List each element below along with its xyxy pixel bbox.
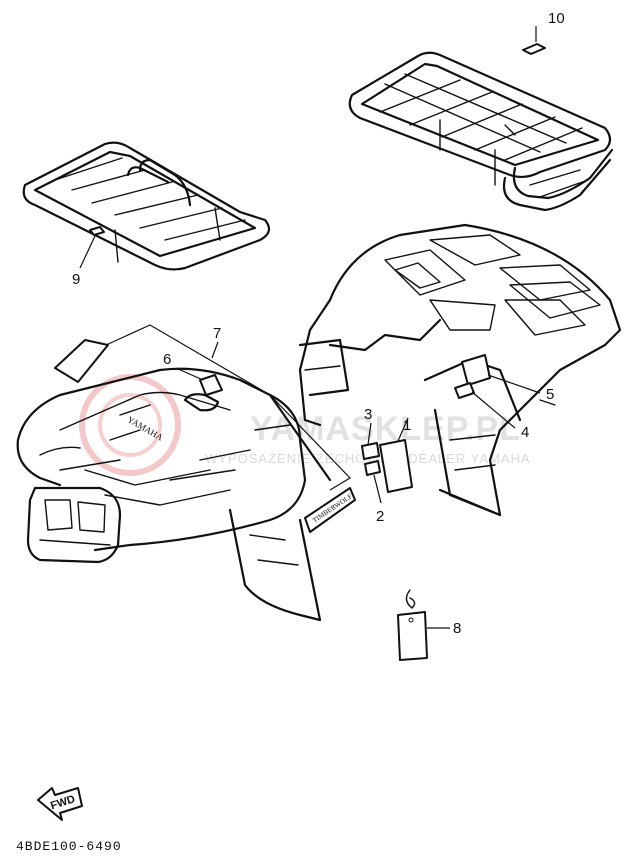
- timberwolf-label: TIMBERWOLF: [304, 487, 356, 533]
- front-decal-7: [54, 339, 109, 383]
- callout-4: 4: [521, 424, 529, 441]
- svg-text:TIMBERWOLF: TIMBERWOLF: [311, 492, 354, 524]
- hang-tag-8: [397, 589, 428, 661]
- leader-6: [175, 367, 204, 381]
- fwd-arrow-icon: FWD: [37, 787, 83, 821]
- leader-3: [367, 422, 372, 446]
- callout-1: 1: [403, 417, 411, 434]
- decal-4: [454, 382, 475, 399]
- callout-9: 9: [72, 271, 80, 288]
- leader-2: [373, 474, 382, 504]
- callout-5: 5: [546, 386, 554, 403]
- diagram-code: 4BDE100-6490: [16, 839, 122, 854]
- label-10-tag: [522, 26, 546, 55]
- leader-5: [487, 374, 541, 394]
- decal-1: [379, 439, 413, 493]
- decal-2: [364, 460, 381, 476]
- callout-3: 3: [364, 406, 372, 423]
- rear-carrier: [348, 51, 614, 212]
- front-carrier: [22, 141, 271, 271]
- callout-2: 2: [376, 508, 384, 525]
- callout-10: 10: [548, 10, 565, 27]
- leader-4: [471, 391, 516, 429]
- decal-5: [461, 354, 491, 386]
- callout-8: 8: [453, 620, 461, 637]
- rear-fender: [298, 223, 622, 517]
- leader-1: [397, 417, 409, 442]
- callout-6: 6: [163, 351, 171, 368]
- leader-9: [79, 235, 96, 269]
- decal-6: [199, 374, 223, 396]
- front-fender: [16, 367, 332, 622]
- callout-7: 7: [213, 325, 221, 342]
- decal-3: [361, 442, 380, 460]
